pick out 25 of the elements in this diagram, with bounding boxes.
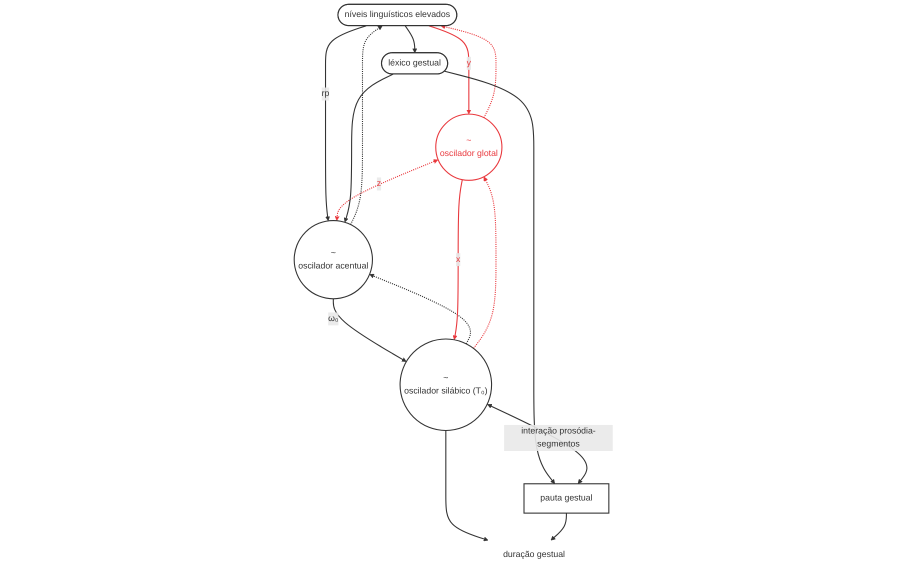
node-circle: ~ oscilador glotal: [435, 114, 502, 181]
node-circle: ~ oscilador acentual: [294, 220, 373, 300]
edge-label: z: [376, 179, 382, 188]
arrow: [428, 25, 472, 114]
arrow: [404, 26, 418, 54]
edge-label: x: [456, 254, 460, 264]
arrow: [444, 70, 556, 484]
arrow: [473, 176, 497, 349]
node-circle: ~ oscilador silábico (T₀): [400, 338, 492, 432]
arrow: [369, 274, 471, 344]
node-text: duração gestual: [503, 550, 565, 560]
edge-label: rp: [322, 89, 330, 98]
node-box: pauta gestual: [523, 483, 610, 514]
edge-label: interação prosódia-segmentos: [521, 426, 596, 449]
arrow: [350, 26, 383, 225]
arrow: [445, 430, 488, 542]
arrow: [452, 180, 463, 340]
arrow: [324, 25, 366, 222]
arrow: [440, 24, 497, 118]
arrow: [332, 298, 407, 362]
arrow: [550, 513, 567, 541]
arrow: [344, 74, 394, 222]
arrow: [334, 159, 438, 221]
edge-label: y: [466, 58, 472, 68]
edge-label: ω₀: [328, 314, 339, 324]
